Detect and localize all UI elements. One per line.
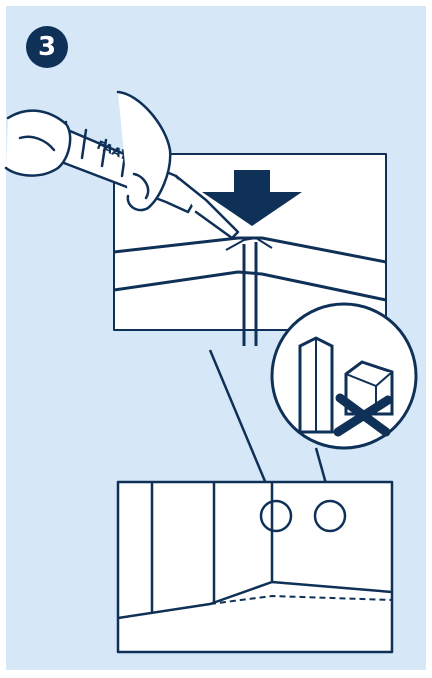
room-view	[118, 482, 392, 652]
